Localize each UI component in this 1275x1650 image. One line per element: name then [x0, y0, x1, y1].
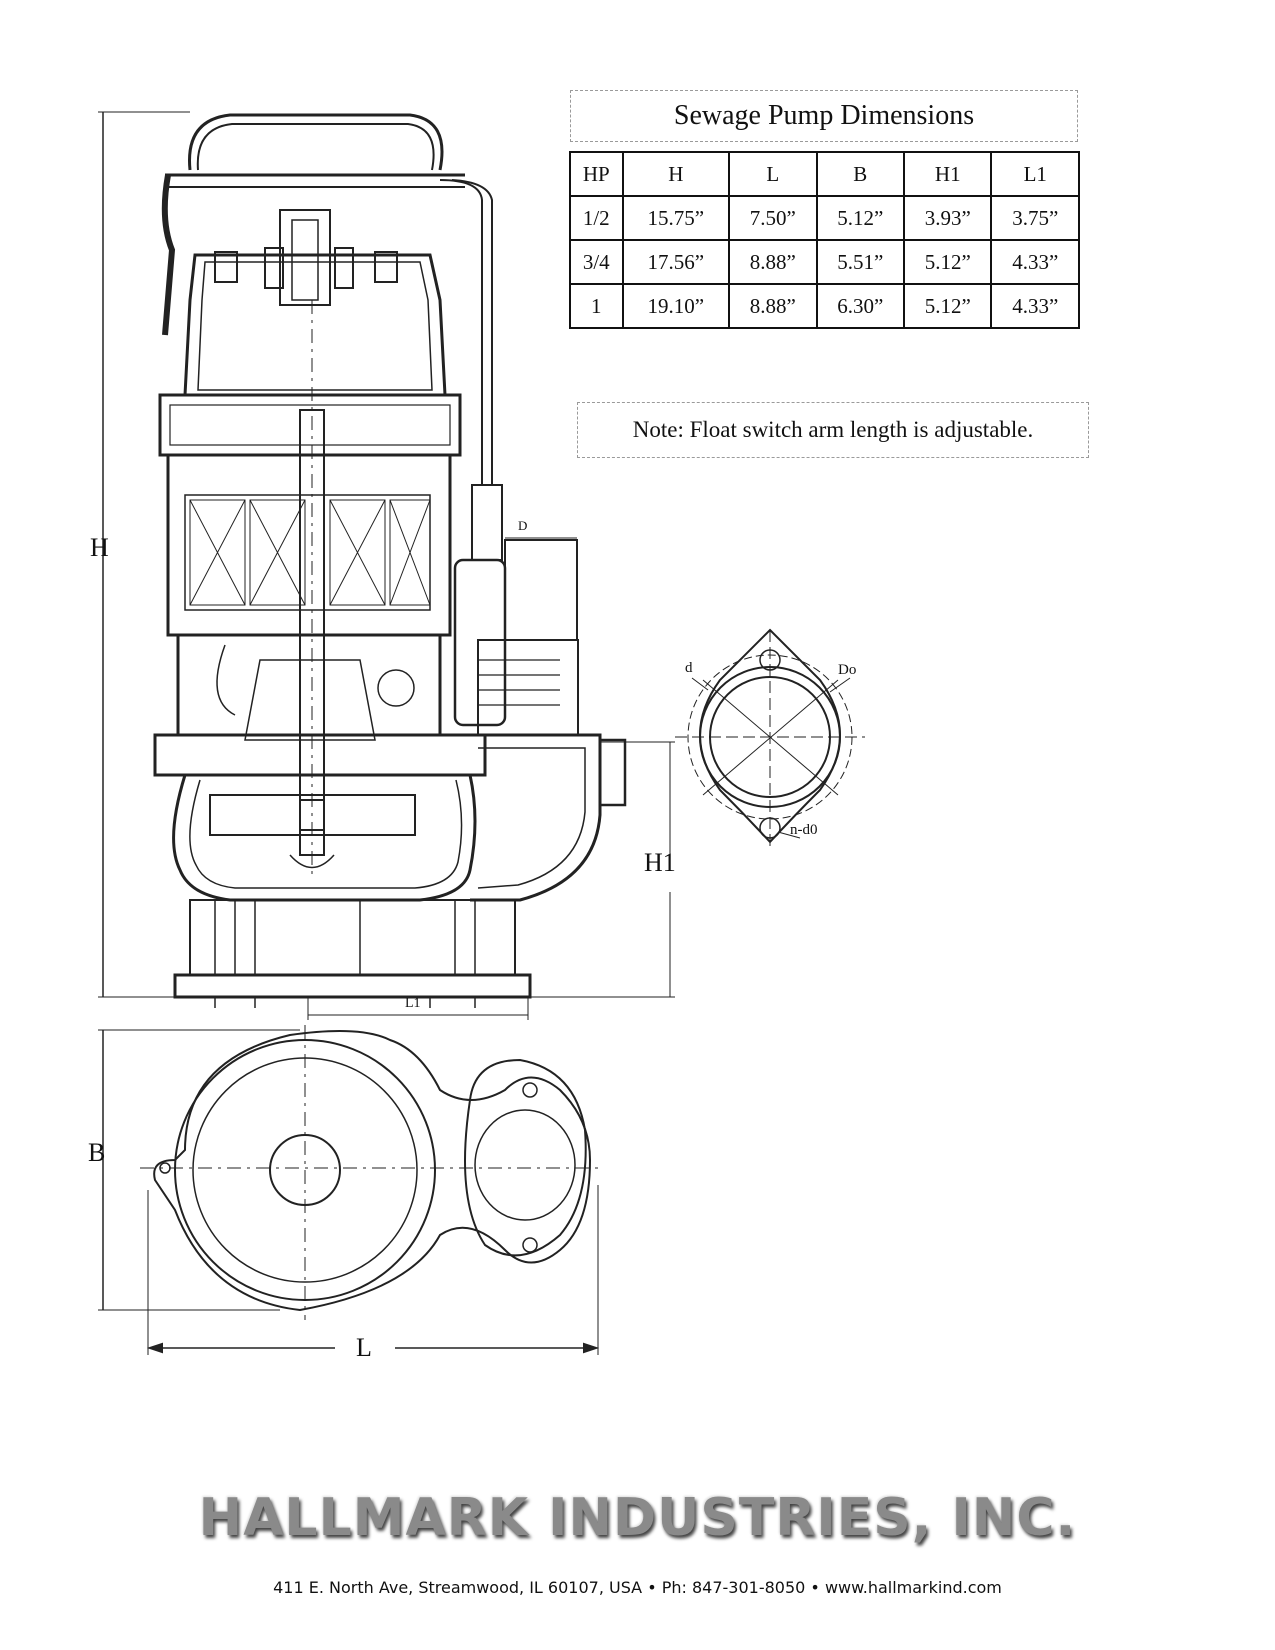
- dimension-label-b: B: [88, 1138, 106, 1167]
- dimension-label-h: H: [90, 533, 109, 562]
- table-header-cell: HP: [569, 151, 624, 197]
- table-row: 1/2 15.75” 7.50” 5.12” 3.93” 3.75”: [569, 195, 1080, 241]
- table-row: 1 19.10” 8.88” 6.30” 5.12” 4.33”: [569, 283, 1080, 329]
- table-cell: 8.88”: [728, 283, 818, 329]
- table-cell: 17.56”: [621, 239, 731, 285]
- table-cell: 7.50”: [728, 195, 818, 241]
- table-cell: 1/2: [569, 195, 624, 241]
- dimension-label-d-float: D: [518, 518, 528, 533]
- table-header-row: HP H L B H1 L1: [569, 151, 1080, 197]
- table-cell: 5.51”: [815, 239, 906, 285]
- table-cell: 1: [569, 283, 624, 329]
- table-header-cell: H1: [903, 151, 993, 197]
- table-cell: 4.33”: [990, 239, 1080, 285]
- table-cell: 6.30”: [815, 283, 906, 329]
- table-header-cell: L: [728, 151, 818, 197]
- dimension-label-l1: L1: [405, 996, 421, 1011]
- table-header-cell: H: [621, 151, 731, 197]
- table-title: Sewage Pump Dimensions: [570, 90, 1078, 142]
- dimension-label-h1: H1: [644, 848, 676, 877]
- table-header-cell: L1: [990, 151, 1080, 197]
- float-switch-note: Note: Float switch arm length is adjusta…: [577, 402, 1089, 458]
- dimension-label-do: Do: [838, 662, 857, 678]
- table-cell: 4.33”: [990, 283, 1080, 329]
- table-cell: 8.88”: [728, 239, 818, 285]
- table-header-cell: B: [815, 151, 906, 197]
- table-cell: 5.12”: [903, 283, 993, 329]
- table-cell: 15.75”: [621, 195, 731, 241]
- dimension-label-n-d0: n-d0: [790, 822, 818, 838]
- table-cell: 5.12”: [903, 239, 993, 285]
- table-cell: 5.12”: [815, 195, 906, 241]
- table-row: 3/4 17.56” 8.88” 5.51” 5.12” 4.33”: [569, 239, 1080, 285]
- table-cell: 3.75”: [990, 195, 1080, 241]
- dimension-label-l: L: [356, 1333, 372, 1362]
- dimension-label-d-bolt: d: [685, 660, 693, 676]
- table-cell: 19.10”: [621, 283, 731, 329]
- table-cell: 3/4: [569, 239, 624, 285]
- dimensions-table: HP H L B H1 L1 1/2 15.75” 7.50” 5.12” 3.…: [569, 151, 1080, 329]
- company-logo-text: HALLMARK INDUSTRIES, INC.: [198, 1488, 1077, 1548]
- table-cell: 3.93”: [903, 195, 993, 241]
- company-address: 411 E. North Ave, Streamwood, IL 60107, …: [273, 1578, 1002, 1597]
